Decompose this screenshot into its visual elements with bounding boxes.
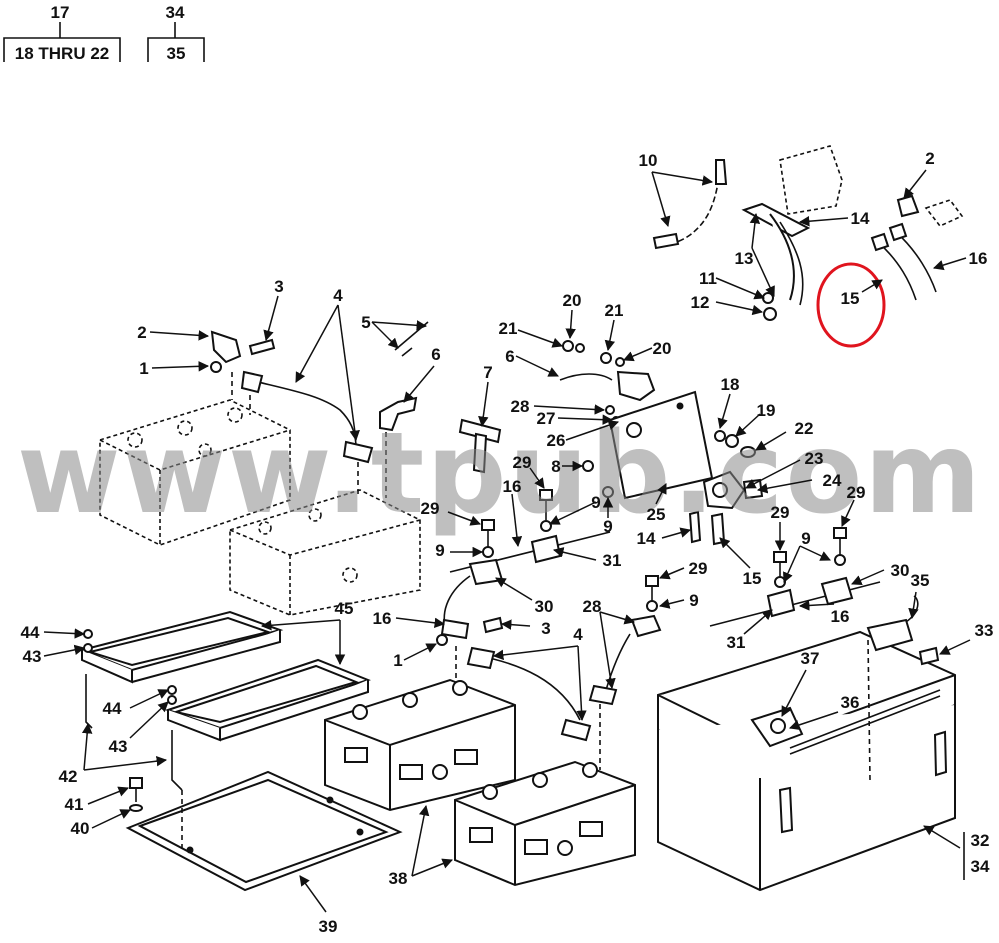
- callout-label: 38: [389, 869, 408, 888]
- callout-label: 9: [591, 493, 600, 512]
- callout-label: 4: [573, 625, 583, 644]
- callout-label: 29: [421, 499, 440, 518]
- callout-label: 34: [971, 857, 990, 876]
- callout-label: 20: [563, 291, 582, 310]
- callout-label: 29: [513, 453, 532, 472]
- battery-dashed-lower: [229, 489, 421, 616]
- callout-label: 16: [969, 249, 988, 268]
- callout-label: 26: [547, 431, 566, 450]
- callout-label: 13: [735, 249, 754, 268]
- callout-label: 41: [65, 795, 84, 814]
- callout-label: 40: [71, 819, 90, 838]
- callout-label: 9: [689, 591, 698, 610]
- callout-label: 2: [925, 149, 934, 168]
- callout-label: 14: [851, 209, 870, 228]
- callout-label: 29: [847, 483, 866, 502]
- header-reference-34: 34 35: [147, 3, 205, 63]
- callout-label: 9: [435, 541, 444, 560]
- callout-label: 39: [319, 917, 338, 936]
- callout-label: 23: [805, 449, 824, 468]
- callout-label: 15: [841, 289, 860, 308]
- header-ref-box-label: 35: [167, 44, 186, 63]
- callout-label: 15: [743, 569, 762, 588]
- callout-label: 31: [603, 551, 622, 570]
- callout-label: 25: [647, 505, 666, 524]
- callout-label: 18: [721, 375, 740, 394]
- callout-label: 30: [535, 597, 554, 616]
- battery-lower-front: [324, 678, 516, 812]
- callout-label: 24: [823, 471, 842, 490]
- callout-label: 28: [583, 597, 602, 616]
- callout-label: 44: [21, 623, 40, 642]
- callout-label: 14: [637, 529, 656, 548]
- header-ref-box-label: 18 THRU 22: [15, 44, 109, 63]
- callout-label: 29: [689, 559, 708, 578]
- callout-label: 3: [541, 619, 550, 638]
- callout-label: 7: [483, 363, 492, 382]
- callout-label: 11: [699, 269, 717, 288]
- battery-dashed-upper: [99, 399, 291, 546]
- header-ref-number: 17: [51, 3, 70, 22]
- callout-label: 33: [975, 621, 994, 640]
- callout-label: 36: [841, 693, 860, 712]
- callout-label: 28: [511, 397, 530, 416]
- battery-box: [657, 630, 956, 892]
- callout-label: 31: [727, 633, 746, 652]
- callout-label: 9: [603, 517, 612, 536]
- callout-label: 22: [795, 419, 814, 438]
- highlight-circle: [816, 262, 886, 348]
- header-ref-number: 34: [166, 3, 185, 22]
- callout-label: 1: [393, 651, 402, 670]
- callout-label: 2: [137, 323, 146, 342]
- callout-label: 29: [771, 503, 790, 522]
- callout-label: 4: [333, 286, 343, 305]
- battery-lower-back: [454, 760, 636, 887]
- callout-label: 9: [801, 529, 810, 548]
- callout-label: 37: [801, 649, 820, 668]
- callout-label: 20: [653, 339, 672, 358]
- callout-label: 16: [373, 609, 392, 628]
- header-reference-17: 17 18 THRU 22: [3, 3, 121, 63]
- callout-label: 12: [691, 293, 710, 312]
- callout-label: 19: [757, 401, 776, 420]
- callout-label: 6: [431, 345, 440, 364]
- callout-label: 5: [361, 313, 370, 332]
- callout-label: 1: [139, 359, 148, 378]
- callout-label: 3: [274, 277, 283, 296]
- callout-label: 21: [499, 319, 518, 338]
- callout-label: 10: [639, 151, 658, 170]
- callout-label: 32: [971, 831, 990, 850]
- callout-label: 16: [831, 607, 850, 626]
- callout-label: 43: [23, 647, 42, 666]
- callout-label: 27: [537, 409, 556, 428]
- callout-label: 35: [911, 571, 930, 590]
- callout-label: 30: [891, 561, 910, 580]
- callout-label: 8: [551, 457, 560, 476]
- callout-label: 42: [59, 767, 78, 786]
- leader-lines: [43, 169, 971, 913]
- callout-label: 21: [605, 301, 624, 320]
- callout-label: 16: [503, 477, 522, 496]
- watermark-text: www.tpub.com: [17, 409, 983, 539]
- callout-label: 44: [103, 699, 122, 718]
- callout-labels: 10 2 14 13 16 11 12 15 3 4 5 2 1 6 20 21…: [21, 149, 994, 936]
- callout-label: 6: [505, 347, 514, 366]
- callout-label: 45: [335, 599, 354, 618]
- callout-label: 43: [109, 737, 128, 756]
